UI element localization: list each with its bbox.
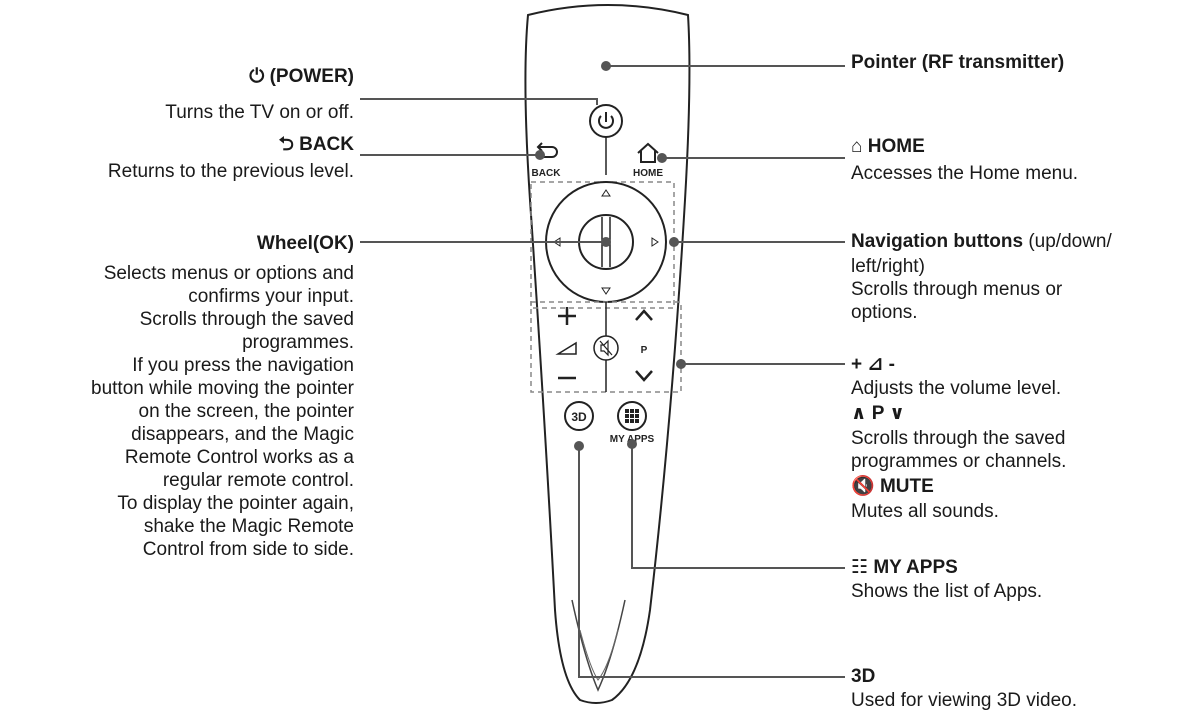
nav-down-arrow[interactable] [601,287,611,295]
channel-label: P [641,345,648,356]
myapps-icon-small: ☷ [851,557,869,578]
wheel-desc-line: shake the Magic Remote [143,516,354,537]
nav-up-arrow[interactable] [601,189,611,197]
wheel-desc-line: disappears, and the Magic [131,424,354,445]
wheel-desc-line: To display the pointer again, [117,493,354,514]
mute-callout-title: 🔇 MUTE [851,476,934,497]
navigation-desc-line: Scrolls through menus or [851,279,1063,300]
volume-callout-desc: Adjusts the volume level. [851,378,1062,399]
volume-callout-title: + ⊿ - [851,354,895,375]
home-callout-desc: Accesses the Home menu. [851,163,1079,184]
channel-down-icon-small: ∨ [889,403,905,424]
home-callout-title: ⌂ HOME [851,136,925,157]
volume-up-icon[interactable] [558,307,576,325]
wheel-desc-line: regular remote control. [162,470,354,491]
volume-icon [555,341,577,355]
pointer-callout-title: Pointer (RF transmitter) [851,52,1065,73]
mute-icon-small: 🔇 [851,476,875,497]
power-callout-desc: Turns the TV on or off. [165,102,354,123]
back-label: BACK [532,168,562,179]
navigation-callout-title: Navigation buttons (up/down/ [851,231,1112,252]
back-callout-desc: Returns to the previous level. [107,161,354,182]
wheel-desc-line: programmes. [242,332,354,353]
threed-callout-title: 3D [851,666,876,687]
wheel-desc-line: Selects menus or options and [103,263,354,284]
channel-down-icon[interactable] [635,370,653,382]
mute-icon [599,339,613,357]
navigation-desc-line: left/right) [851,256,925,277]
home-icon-small: ⌂ [851,136,863,157]
home-icon[interactable] [637,142,659,163]
wheel-desc-line: button while moving the pointer [91,378,354,399]
leader-power [360,98,598,105]
wheel-desc-line: If you press the navigation [132,355,354,376]
myapps-callout-desc: Shows the list of Apps. [851,581,1043,602]
nav-right-arrow[interactable] [651,237,659,247]
wheel-desc-line: Scrolls through the saved [139,309,354,330]
threed-button-label: 3D [571,410,587,424]
channel-up-icon-small: ∧ [851,403,867,424]
remote-tip-inner2 [579,629,619,681]
channel-up-icon[interactable] [635,309,653,321]
wheel-desc-line: Remote Control works as a [124,447,354,468]
threed-button[interactable] [564,401,594,431]
navigation-desc-line: options. [851,302,918,323]
wheel-desc-line: Control from side to side. [142,539,354,560]
back-icon[interactable] [536,142,558,158]
wheel-desc-line: on the screen, the pointer [138,401,354,422]
leader-threed [578,446,845,678]
threed-callout-desc: Used for viewing 3D video. [851,690,1077,711]
wheel-desc-line: confirms your input. [188,286,354,307]
myapps-callout-title: ☷ MY APPS [851,557,958,578]
myapps-grid-icon [625,409,639,423]
channel-desc-line: programmes or channels. [851,451,1067,472]
leader-myapps [631,444,845,569]
channel-desc-line: Scrolls through the saved [851,428,1066,449]
power-callout-title: ⏻ (POWER) [249,66,354,87]
channel-callout-title: ∧ P ∨ [851,403,905,424]
power-icon-small: ⏻ [249,66,265,87]
wheel-callout-title: Wheel(OK) [256,233,354,254]
home-label: HOME [633,168,663,179]
power-icon [598,112,614,129]
back-callout-title: ⮌ BACK [278,134,354,155]
mute-callout-desc: Mutes all sounds. [851,501,999,522]
back-icon-small: ⮌ [278,134,294,155]
